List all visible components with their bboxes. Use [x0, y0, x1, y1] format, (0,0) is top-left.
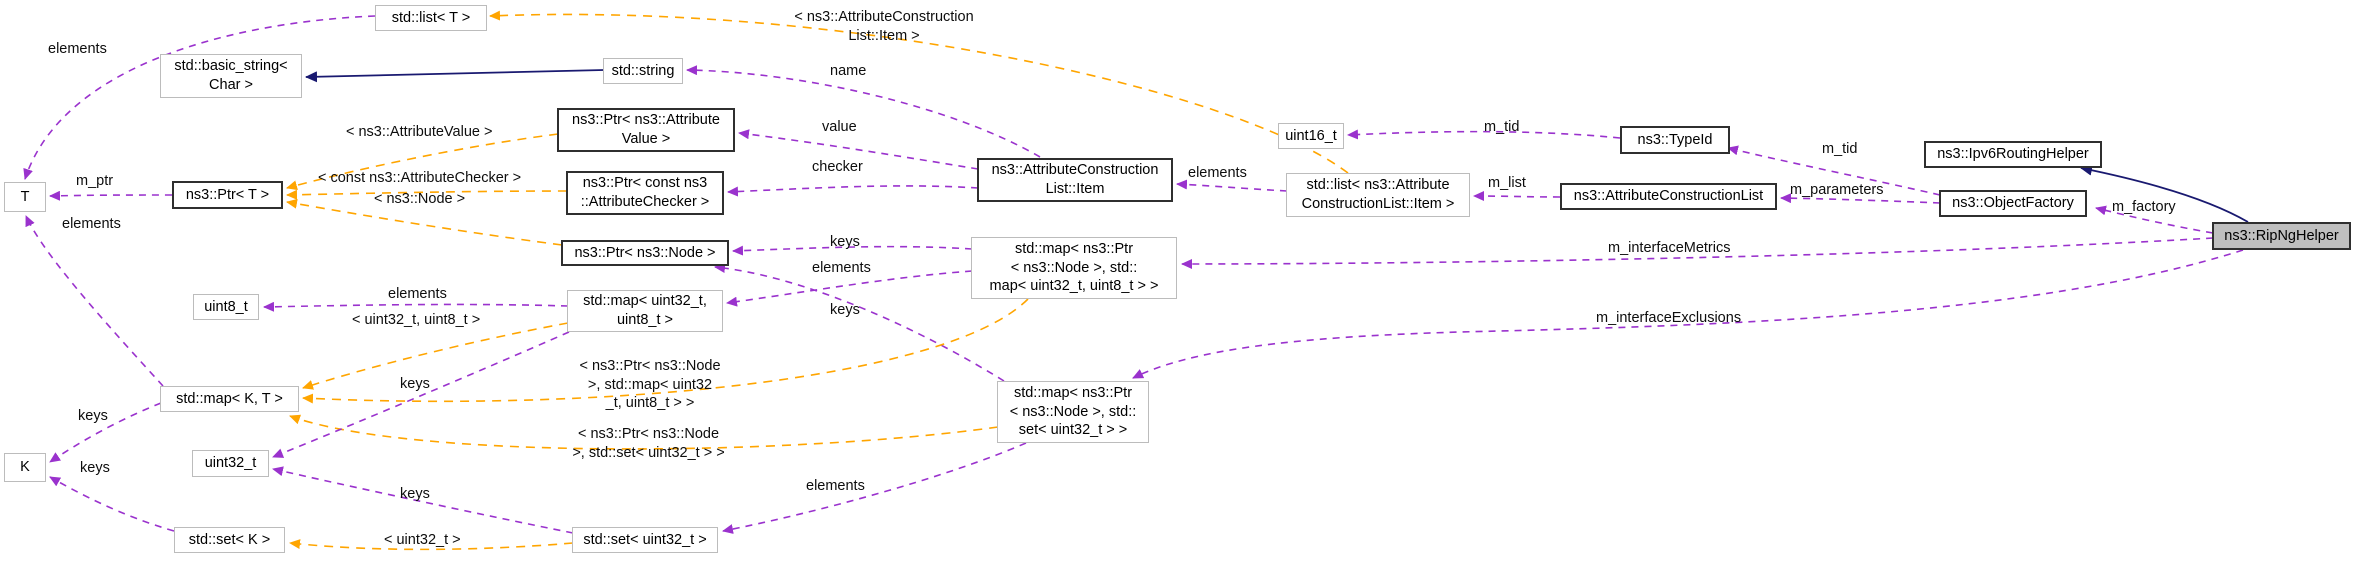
edge-label-m-ptr: m_ptr [76, 173, 114, 189]
edge-label-elements-item: elements [1188, 165, 1247, 181]
node-ns3-ripng-helper: ns3::RipNgHelper [2212, 222, 2351, 250]
node-std-map-node-set: std::map< ns3::Ptr < ns3::Node >, std:: … [997, 381, 1149, 443]
edge-keys-set-k [49, 476, 175, 532]
edge-checker [727, 185, 979, 197]
edge-label-template-u32-u8: < uint32_t, uint8_t > [352, 312, 481, 328]
node-std-map-node-map: std::map< ns3::Ptr < ns3::Node >, std:: … [971, 237, 1177, 299]
edge-label-elements-map-kt: elements [62, 216, 121, 232]
node-uint16-t: uint16_t [1278, 123, 1344, 149]
edge-label-m-interface-metrics: m_interfaceMetrics [1608, 240, 1731, 256]
edge-template-u32 [289, 539, 574, 551]
node-std-list-t: std::list< T > [375, 5, 487, 31]
edge-name [686, 65, 1041, 158]
node-std-map-k-t: std::map< K, T > [160, 386, 299, 412]
node-ns3-object-factory[interactable]: ns3::ObjectFactory [1939, 190, 2087, 217]
edge-label-m-factory: m_factory [2112, 199, 2176, 215]
edge-label-elements-uint8: elements [388, 286, 447, 302]
node-std-basic-string: std::basic_string< Char > [160, 54, 302, 98]
edge-label-template-attr-value: < ns3::AttributeValue > [346, 124, 493, 140]
node-k: K [4, 453, 46, 482]
edge-label-keys-map-exclusions: keys [830, 302, 860, 318]
edge-label-m-list: m_list [1488, 175, 1526, 191]
edge-label-template-node: < ns3::Node > [374, 191, 466, 207]
node-ns3-ptr-attribute-value[interactable]: ns3::Ptr< ns3::Attribute Value > [557, 108, 735, 152]
edge-template-map-node-map [302, 298, 1029, 404]
edge-label-value: value [822, 119, 857, 135]
edge-label-checker: checker [812, 159, 863, 175]
edge-m-ptr [49, 190, 173, 201]
edge-elements-map-kt [25, 215, 164, 387]
edge-m-tid-factory [1727, 145, 1941, 196]
edge-m-list [1473, 191, 1561, 202]
edge-label-name: name [830, 63, 867, 79]
node-ns3-attribute-construction-list-item[interactable]: ns3::AttributeConstruction List::Item [977, 158, 1173, 202]
edge-m-parameters [1780, 193, 1941, 204]
edge-label-elements-list-t: elements [48, 41, 107, 57]
edge-elements-map-metrics [726, 270, 973, 307]
edge-label-m-parameters: m_parameters [1790, 182, 1884, 198]
edge-m-interface-metrics [1181, 237, 2214, 269]
edge-keys-set-u32 [272, 466, 574, 534]
node-uint8-t: uint8_t [193, 294, 259, 320]
edge-keys-map-kt [49, 402, 162, 463]
edge-label-m-tid-factory: m_tid [1822, 141, 1858, 157]
edge-elements-set-u32 [722, 442, 1027, 534]
edge-label-template-map-node-map: < ns3::Ptr< ns3::Node >, std::map< uint3… [579, 358, 721, 412]
node-uint32-t: uint32_t [192, 450, 269, 477]
node-ns3-ipv6-routing-helper[interactable]: ns3::Ipv6RoutingHelper [1924, 141, 2102, 168]
edge-m-tid-typeid [1347, 129, 1621, 140]
edge-label-keys-map-metrics: keys [830, 234, 860, 250]
edge-label-template-u32: < uint32_t > [384, 532, 461, 548]
edge-template-attr-value [286, 133, 559, 191]
node-std-map-uint32-uint8: std::map< uint32_t, uint8_t > [567, 290, 723, 332]
node-std-string: std::string [603, 58, 683, 84]
node-t: T [4, 182, 46, 212]
node-std-list-attribute-construction-list-item: std::list< ns3::Attribute ConstructionLi… [1286, 173, 1470, 217]
edge-label-keys-map-kt: keys [78, 408, 108, 424]
edge-m-factory [2095, 205, 2214, 234]
node-ns3-attribute-construction-list[interactable]: ns3::AttributeConstructionList [1560, 183, 1777, 210]
edge-keys-map-u32 [272, 331, 570, 458]
edge-label-template-const-checker: < const ns3::AttributeChecker > [318, 170, 522, 186]
edge-label-keys-map-u32: keys [400, 376, 430, 392]
edge-template-u32-u8 [302, 322, 569, 390]
edge-label-keys-set-u32: keys [400, 486, 430, 502]
edge-keys-map-exclusions [714, 263, 1005, 382]
node-ns3-typeid[interactable]: ns3::TypeId [1620, 126, 1730, 154]
edge-template-map-node-set [289, 414, 999, 450]
edge-elements-item [1176, 179, 1288, 192]
edge-elements-uint8 [263, 301, 569, 312]
edge-inherit-string [305, 69, 605, 83]
edge-inherit-ripng [2080, 164, 2249, 223]
edge-keys-map-metrics [732, 245, 973, 256]
node-std-set-uint32: std::set< uint32_t > [572, 527, 718, 553]
edge-label-m-tid-typeid: m_tid [1484, 119, 1520, 135]
edge-label-template-list-item: < ns3::AttributeConstruction List::Item … [794, 9, 974, 44]
node-std-set-k: std::set< K > [174, 527, 285, 553]
edge-label-m-interface-exclusions: m_interfaceExclusions [1596, 310, 1742, 326]
edge-value [738, 129, 979, 170]
node-ns3-ptr-t[interactable]: ns3::Ptr< T > [172, 181, 283, 209]
edge-label-elements-map-metrics: elements [812, 260, 871, 276]
edge-label-elements-set-u32: elements [806, 478, 865, 494]
edge-label-template-map-node-set: < ns3::Ptr< ns3::Node >, std::set< uint3… [572, 426, 725, 461]
edge-template-const-checker [286, 189, 568, 200]
node-ns3-ptr-const-attribute-checker[interactable]: ns3::Ptr< const ns3 ::AttributeChecker > [566, 171, 724, 215]
edge-label-keys-set-k: keys [80, 460, 110, 476]
edge-template-node [286, 198, 563, 246]
node-ns3-ptr-node[interactable]: ns3::Ptr< ns3::Node > [561, 240, 729, 266]
